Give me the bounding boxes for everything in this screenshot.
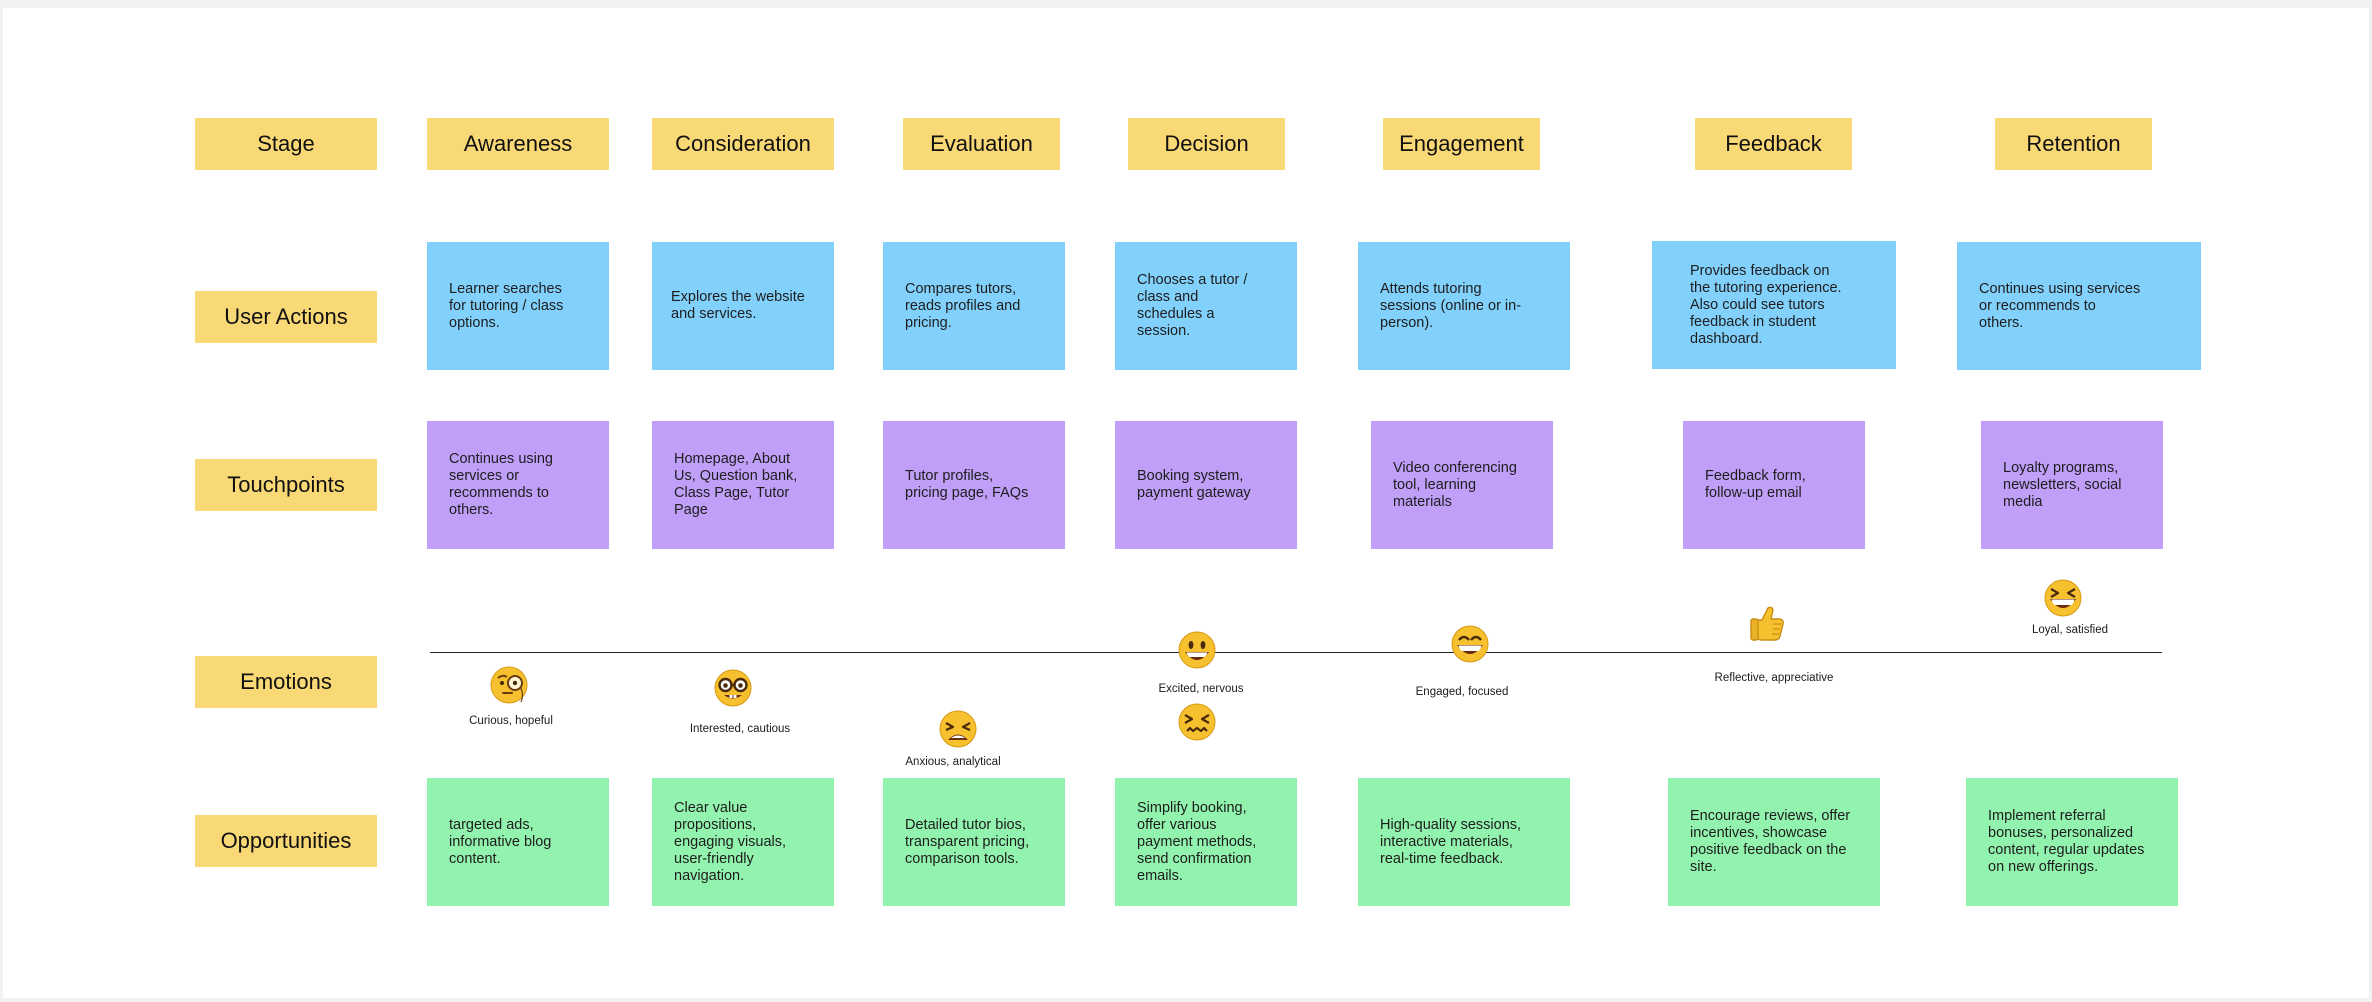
monocle-face-icon[interactable]	[487, 662, 531, 706]
opportunity-note[interactable]: targeted ads, informative blog content.	[427, 778, 609, 906]
beaming-face-icon[interactable]	[1448, 622, 1492, 666]
emotion-label[interactable]: Loyal, satisfied	[2031, 624, 2109, 636]
row-label-emotions[interactable]: Emotions	[195, 656, 377, 708]
emotion-label[interactable]: Excited, nervous	[1158, 683, 1244, 695]
emotion-label[interactable]: Anxious, analytical	[905, 756, 1001, 768]
touchpoint-note[interactable]: Video conferencing tool, learning materi…	[1371, 421, 1553, 549]
touchpoint-note[interactable]: Continues using services or recommends t…	[427, 421, 609, 549]
user-action-note[interactable]: Learner searches for tutoring / class op…	[427, 242, 609, 370]
stage-header-retention[interactable]: Retention	[1995, 118, 2152, 170]
nerd-face-icon[interactable]	[711, 666, 755, 710]
touchpoint-note[interactable]: Feedback form, follow-up email	[1683, 421, 1865, 549]
row-label-stage[interactable]: Stage	[195, 118, 377, 170]
confounded-face-icon[interactable]	[1175, 700, 1219, 744]
user-action-note[interactable]: Provides feedback on the tutoring experi…	[1652, 241, 1896, 369]
emotion-label[interactable]: Curious, hopeful	[469, 715, 553, 727]
user-action-note[interactable]: Chooses a tutor / class and schedules a …	[1115, 242, 1297, 370]
user-action-note[interactable]: Explores the website and services.	[652, 242, 834, 370]
emotion-label[interactable]: Interested, cautious	[689, 723, 791, 735]
stage-header-feedback[interactable]: Feedback	[1695, 118, 1852, 170]
opportunity-note[interactable]: High-quality sessions, interactive mater…	[1358, 778, 1570, 906]
user-action-note[interactable]: Attends tutoring sessions (online or in-…	[1358, 242, 1570, 370]
thumbs-up-icon[interactable]	[1745, 600, 1789, 644]
stage-header-consideration[interactable]: Consideration	[652, 118, 834, 170]
stage-header-evaluation[interactable]: Evaluation	[903, 118, 1060, 170]
opportunity-note[interactable]: Implement referral bonuses, personalized…	[1966, 778, 2178, 906]
stage-header-engagement[interactable]: Engagement	[1383, 118, 1540, 170]
opportunity-note[interactable]: Encourage reviews, offer incentives, sho…	[1668, 778, 1880, 906]
opportunity-note[interactable]: Detailed tutor bios, transparent pricing…	[883, 778, 1065, 906]
touchpoint-note[interactable]: Booking system, payment gateway	[1115, 421, 1297, 549]
squinting-laugh-face-icon[interactable]	[2041, 576, 2085, 620]
emotion-label[interactable]: Reflective, appreciative	[1714, 672, 1834, 684]
user-action-note[interactable]: Compares tutors, reads profiles and pric…	[883, 242, 1065, 370]
touchpoint-note[interactable]: Tutor profiles, pricing page, FAQs	[883, 421, 1065, 549]
opportunity-note[interactable]: Simplify booking, offer various payment …	[1115, 778, 1297, 906]
row-label-touchpoints[interactable]: Touchpoints	[195, 459, 377, 511]
touchpoint-note[interactable]: Loyalty programs, newsletters, social me…	[1981, 421, 2163, 549]
emotion-label[interactable]: Engaged, focused	[1415, 686, 1509, 698]
stage-header-awareness[interactable]: Awareness	[427, 118, 609, 170]
row-label-opportunities[interactable]: Opportunities	[195, 815, 377, 867]
tired-face-icon[interactable]	[936, 707, 980, 751]
grinning-face-icon[interactable]	[1175, 628, 1219, 672]
touchpoint-note[interactable]: Homepage, About Us, Question bank, Class…	[652, 421, 834, 549]
row-label-user-actions[interactable]: User Actions	[195, 291, 377, 343]
stage-header-decision[interactable]: Decision	[1128, 118, 1285, 170]
user-action-note[interactable]: Continues using services or recommends t…	[1957, 242, 2201, 370]
emotion-timeline-line	[430, 652, 2162, 653]
opportunity-note[interactable]: Clear value propositions, engaging visua…	[652, 778, 834, 906]
